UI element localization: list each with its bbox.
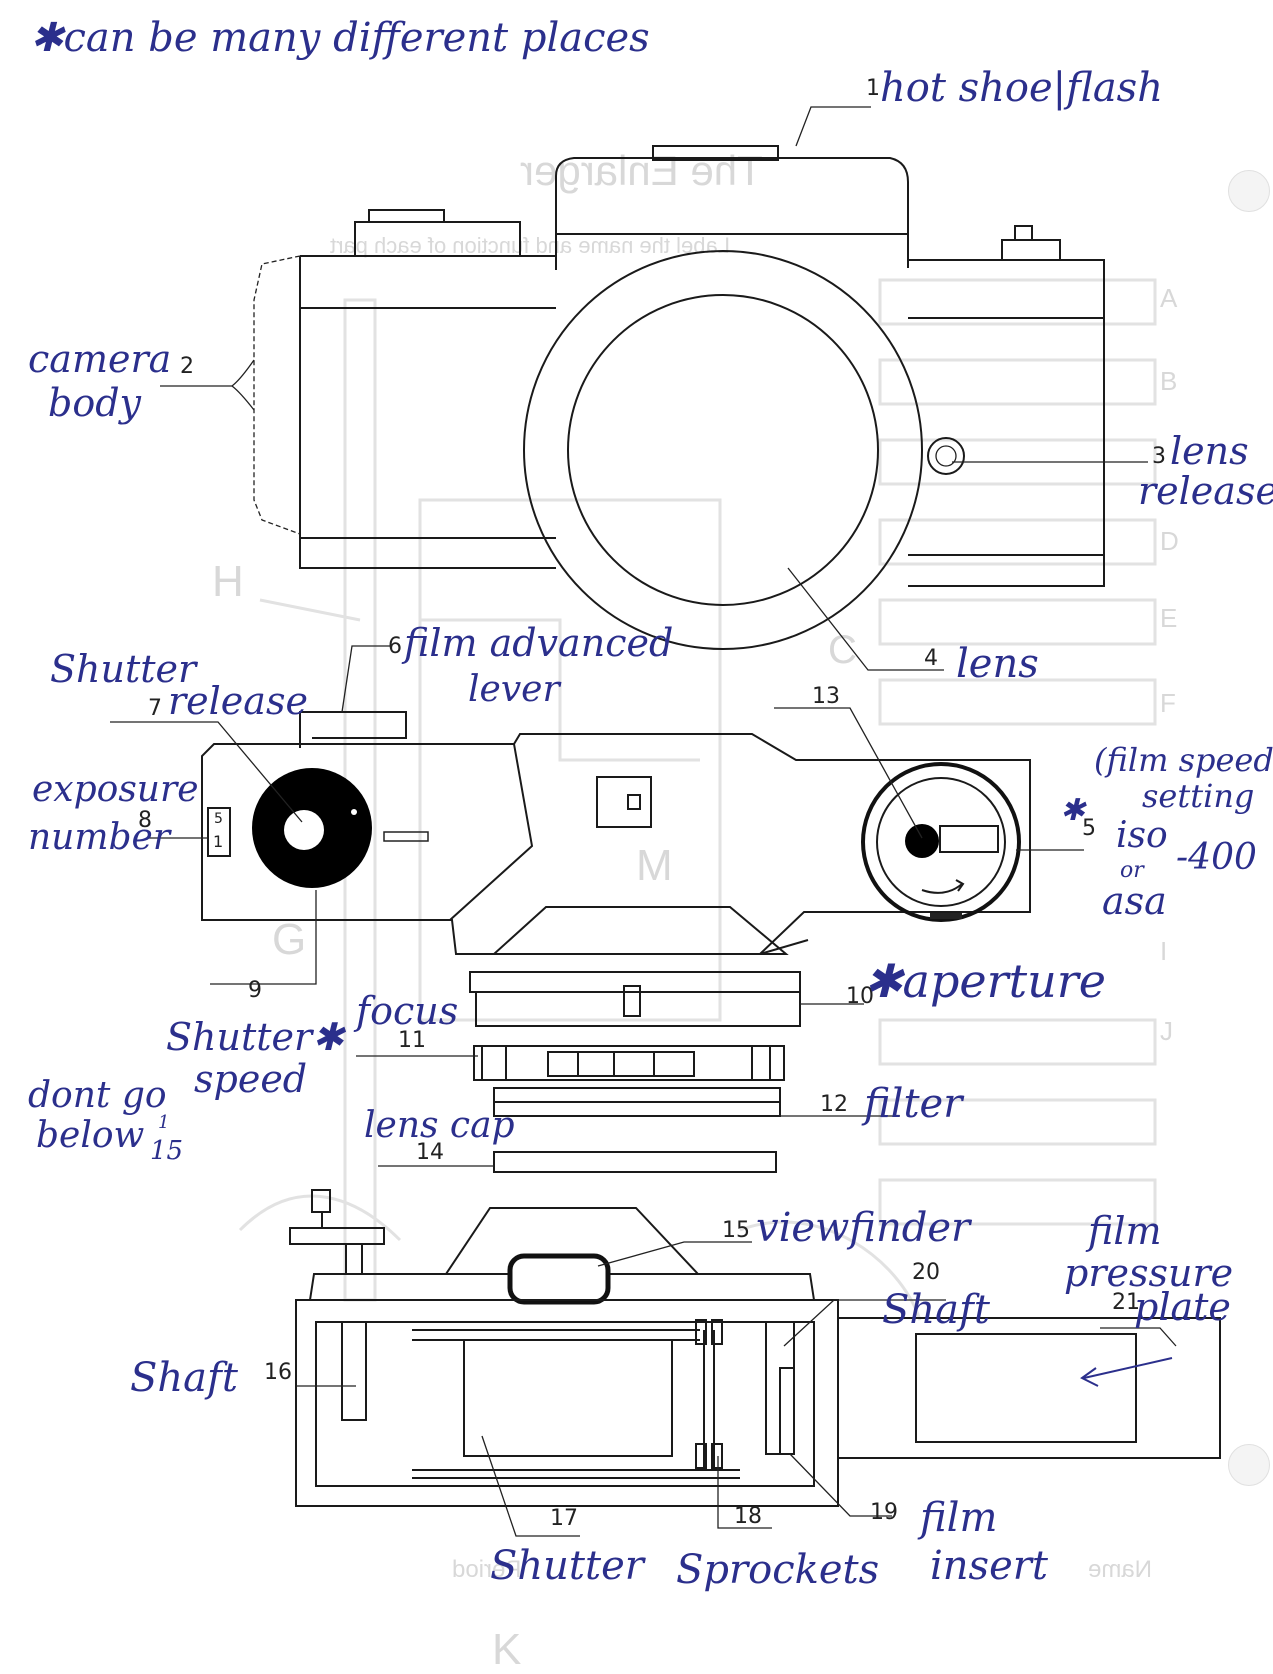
leader-13 (774, 707, 923, 839)
label-shutter-release-line2: release (168, 679, 308, 723)
note-fraction-numerator: 1 (158, 1112, 170, 1133)
label-camera-body-line2: body (48, 381, 141, 425)
counter-digit-bottom: 1 (213, 832, 224, 851)
leader-18 (717, 1456, 772, 1529)
part-number-18: 18 (734, 1504, 762, 1529)
camera-front-view (160, 106, 1148, 671)
part-number-7: 7 (148, 696, 162, 721)
label-sprockets: Sprockets (676, 1547, 880, 1593)
label-shutter-speed-line1: Shutter✱ (166, 1015, 345, 1059)
bleed-letter-m: M (636, 841, 673, 890)
label-iso: iso (1116, 815, 1168, 856)
label-film-pressure-plate-line3: plate (1134, 1285, 1231, 1329)
leader-15 (597, 1241, 752, 1267)
part-number-4: 4 (924, 646, 938, 671)
bleed-letter-b: B (1160, 366, 1178, 396)
worksheet-page: The Enlarger Label the name and function… (28, 15, 1273, 1672)
bleed-letter-a: A (1160, 283, 1178, 313)
label-exposure-number-line1: exposure (32, 769, 199, 810)
leader-4 (787, 567, 944, 671)
part-number-6: 6 (388, 634, 402, 659)
bleed-letter-i: I (1160, 936, 1168, 966)
leader-6 (341, 645, 392, 713)
label-lens-cap: lens cap (364, 1105, 515, 1146)
note-dont-go-below-line1: dont go (28, 1075, 167, 1116)
part-number-1: 1 (866, 76, 880, 101)
label-viewfinder: viewfinder (756, 1205, 971, 1251)
part-number-2: 2 (180, 354, 194, 379)
bleed-letter-j: J (1160, 1016, 1173, 1046)
label-hot-shoe-flash: hot shoe|flash (880, 65, 1163, 111)
diagram-drawing (110, 106, 1221, 1537)
leader-17 (481, 1435, 580, 1537)
label-lens: lens (956, 641, 1039, 687)
label-lens-release-line1: lens (1170, 429, 1249, 473)
note-dont-go-below-line2: below (36, 1115, 145, 1156)
part-number-14: 14 (416, 1140, 444, 1165)
part-number-5: 5 (1082, 816, 1096, 841)
part-number-21: 21 (1112, 1290, 1140, 1315)
part-number-9: 9 (248, 978, 262, 1003)
label-or: or (1120, 858, 1144, 883)
bleed-letter-f: F (1160, 688, 1176, 718)
binder-hole-bottom (1228, 1444, 1270, 1486)
part-number-19: 19 (870, 1500, 898, 1525)
leader-21 (1100, 1327, 1177, 1347)
label-film-speed-line1: (film speed) (1094, 741, 1273, 779)
label-aperture: ✱aperture (864, 954, 1106, 1008)
counter-digit-top: 5 (214, 811, 223, 827)
part-number-11: 11 (398, 1028, 426, 1053)
bleed-letter-k: K (492, 1625, 522, 1674)
camera-top-view (110, 645, 1084, 1173)
camera-back-view (289, 1189, 1221, 1537)
note-fraction-denominator: 15 (150, 1136, 184, 1166)
label-film-insert-line2: insert (930, 1543, 1048, 1589)
label-lens-release-line2: release (1138, 469, 1273, 513)
label-film-insert-line1: film (920, 1495, 998, 1541)
label-film-pressure-plate-line2: pressure (1064, 1251, 1234, 1295)
label-focus: focus (356, 989, 459, 1033)
leader-7 (110, 721, 303, 823)
leader-1 (795, 106, 871, 147)
label-film-speed-line2: setting (1142, 777, 1255, 815)
part-number-20: 20 (912, 1260, 940, 1285)
leader-19 (789, 1453, 892, 1517)
binder-hole-top (1228, 170, 1270, 212)
part-number-12: 12 (820, 1092, 848, 1117)
label-shaft-right: Shaft (882, 1287, 990, 1333)
label-iso-range: -400 (1176, 837, 1257, 878)
part-number-13: 13 (812, 684, 840, 709)
label-shutter-release-line1: Shutter (50, 647, 197, 691)
part-number-3: 3 (1152, 444, 1166, 469)
bleed-letter-h: H (212, 557, 244, 606)
label-film-advanced-lever-line1: film advanced (404, 621, 674, 665)
pressure-plate-arrow (1083, 1357, 1173, 1379)
label-shaft-left: Shaft (130, 1355, 238, 1401)
leader-20 (783, 1299, 946, 1347)
leader-9 (210, 890, 317, 985)
label-shutter: Shutter (490, 1543, 644, 1589)
part-number-10: 10 (846, 984, 874, 1009)
part-number-16: 16 (264, 1360, 292, 1385)
part-number-17: 17 (550, 1506, 578, 1531)
bleed-letter-d: D (1160, 526, 1179, 556)
label-filter: filter (864, 1081, 963, 1127)
label-shutter-speed-line2: speed (194, 1057, 308, 1101)
label-exposure-number-line2: number (28, 817, 171, 858)
label-camera-body-line1: camera (28, 337, 172, 381)
bleed-letter-g: G (272, 915, 307, 964)
part-number-15: 15 (722, 1218, 750, 1243)
label-film-advanced-lever-line2: lever (468, 669, 560, 710)
bleed-letter-e: E (1160, 603, 1178, 633)
label-asa: asa (1102, 879, 1167, 923)
note-can-be-many-places: ✱can be many different places (30, 15, 650, 61)
asterisk-film-speed: ✱ (1060, 793, 1086, 828)
part-number-8: 8 (138, 808, 152, 833)
label-film-pressure-plate-line1: film (1088, 1209, 1162, 1253)
bleed-enlarger-ghost (238, 278, 1157, 1321)
